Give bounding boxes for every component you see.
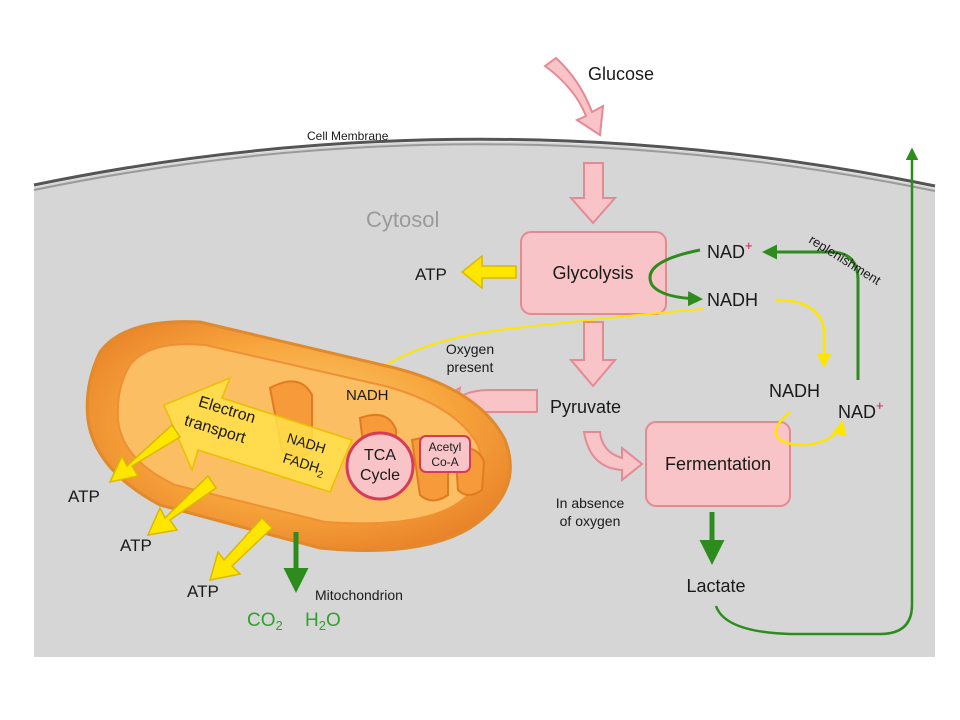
pyruvate-label: Pyruvate [550,397,621,417]
glycolysis-box [520,231,667,315]
mito-atp-arrow-1 [108,423,182,484]
nadh-mito-label: NADH [346,387,389,404]
membrane-to-glycolysis-arrow [568,162,618,225]
glycolysis-to-pyruvate-arrow [568,321,618,388]
glycolysis-atp-label: ATP [415,265,447,284]
glycolysis-label: Glycolysis [552,263,633,283]
cytosol-label: Cytosol [366,207,439,232]
glucose-entry-arrow [543,56,605,137]
mitochondrion-label: Mitochondrion [315,587,403,603]
nad-plus-right-label: NAD+ [838,398,884,422]
lactate-exit-arrow [714,147,919,636]
fermentation-box [645,421,791,507]
nadh-to-fermentation-yellow-arrow [774,298,832,368]
cell-membrane-line [33,137,936,188]
fermentation-label: Fermentation [665,454,771,474]
nadh-right-label: NADH [769,381,820,401]
fermentation-nadh-loop-arrow [774,411,847,447]
pyruvate-to-fermentation-arrow [582,431,644,483]
h2o-label: H2O [305,610,341,633]
lactate-label: Lactate [686,576,745,596]
co2-label: CO2 [247,610,283,633]
mito-atp-arrow-3 [208,516,274,581]
mito-atp-arrow-2 [146,474,218,536]
nadh-top-label: NADH [707,290,758,310]
cell-membrane-label: Cell Membrane [307,129,389,143]
glucose-label: Glucose [588,64,654,84]
replenishment-arrow [762,244,860,380]
electron-transport-arrow [163,376,354,493]
nad-to-nadh-green-arrow [648,248,703,307]
mito-atp-label-3: ATP [187,582,219,601]
mito-atp-label-1: ATP [68,487,100,506]
nad-plus-top-label: NAD+ [707,238,753,262]
tca-cycle-circle [345,431,415,501]
glycolysis-atp-arrow [460,254,517,290]
acetyl-coa-box [419,435,471,473]
mito-atp-label-2: ATP [120,536,152,555]
